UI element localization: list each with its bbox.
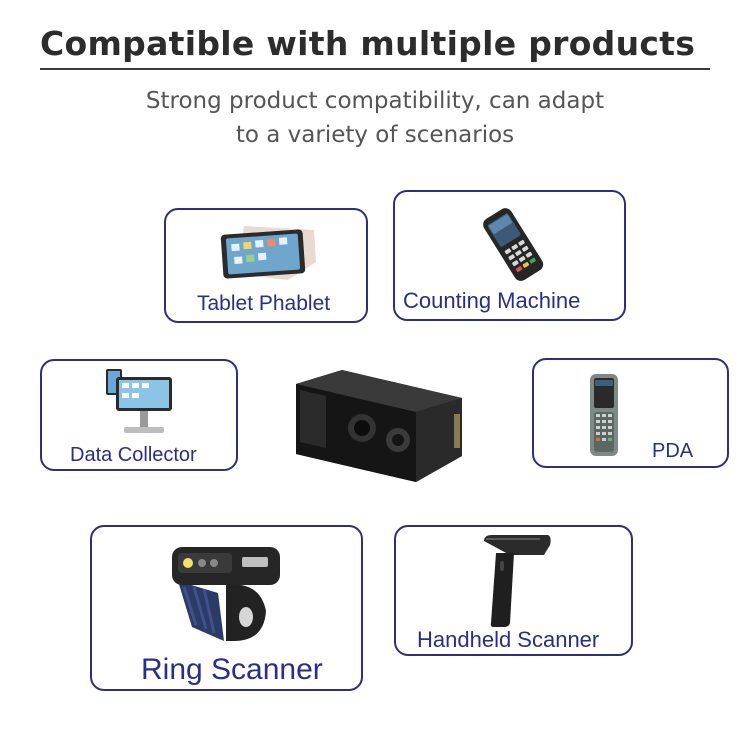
product-label-counting: Counting Machine	[403, 288, 581, 313]
page-subtitle: Strong product compatibility, can adapt …	[0, 84, 750, 152]
product-label-ring: Ring Scanner	[141, 653, 323, 686]
product-label-handheld: Handheld Scanner	[417, 627, 600, 652]
product-card-tablet: Tablet Phablet	[164, 208, 368, 323]
product-card-collector: Data Collector	[40, 359, 238, 471]
subtitle-line-1: Strong product compatibility, can adapt	[145, 88, 605, 114]
pos-terminal-icon	[483, 208, 544, 281]
page-title: Compatible with multiple products	[40, 24, 696, 63]
product-card-ring: Ring Scanner	[90, 525, 363, 691]
title-underline	[40, 68, 710, 70]
scan-engine-module-icon	[296, 370, 462, 482]
handheld-scanner-icon	[484, 535, 551, 627]
pos-monitor-icon	[106, 369, 172, 433]
pda-icon	[590, 374, 618, 456]
product-label-pda: PDA	[652, 440, 694, 462]
product-card-pda: PDA	[532, 358, 729, 468]
tablet-icon	[220, 226, 316, 280]
ring-scanner-icon	[172, 547, 280, 641]
product-card-handheld: Handheld Scanner	[394, 525, 633, 656]
product-card-counting: Counting Machine	[393, 190, 626, 321]
product-label-tablet: Tablet Phablet	[197, 292, 331, 315]
subtitle-line-2: to a variety of scenarios	[235, 122, 515, 148]
product-label-collector: Data Collector	[70, 444, 197, 466]
